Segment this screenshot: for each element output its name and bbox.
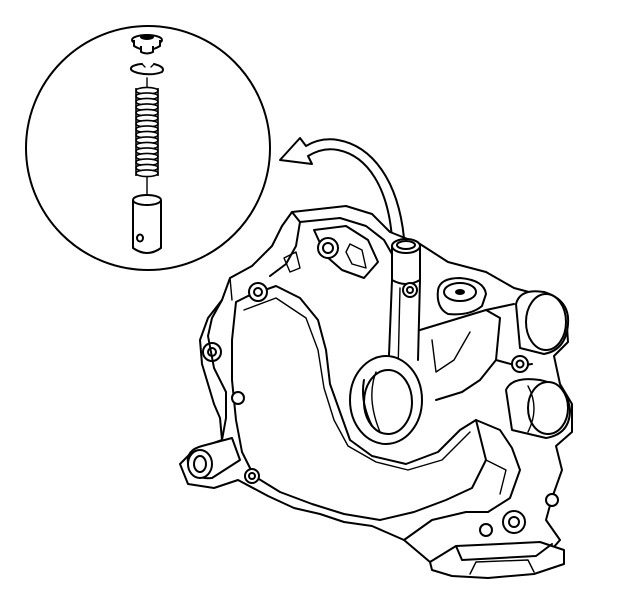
pressure-relief-spring (135, 86, 159, 178)
pressure-relief-valve (132, 194, 162, 254)
valve-cap (131, 34, 163, 55)
detail-circle (25, 25, 271, 271)
mounting-pad (429, 541, 565, 579)
bolt-holes (202, 282, 559, 537)
relief-valve-bore (387, 238, 421, 397)
snap-ring (129, 63, 164, 76)
boss-right-middle (505, 378, 571, 439)
crank-seal-bore (349, 355, 423, 445)
detail-view (25, 25, 271, 271)
curved-arrow (279, 137, 405, 239)
outlet-fitting (186, 437, 241, 480)
oil-pump-housing (179, 205, 573, 579)
spring-coil (135, 169, 159, 178)
plug-right-upper (436, 277, 487, 316)
boss-right-top (515, 290, 570, 355)
